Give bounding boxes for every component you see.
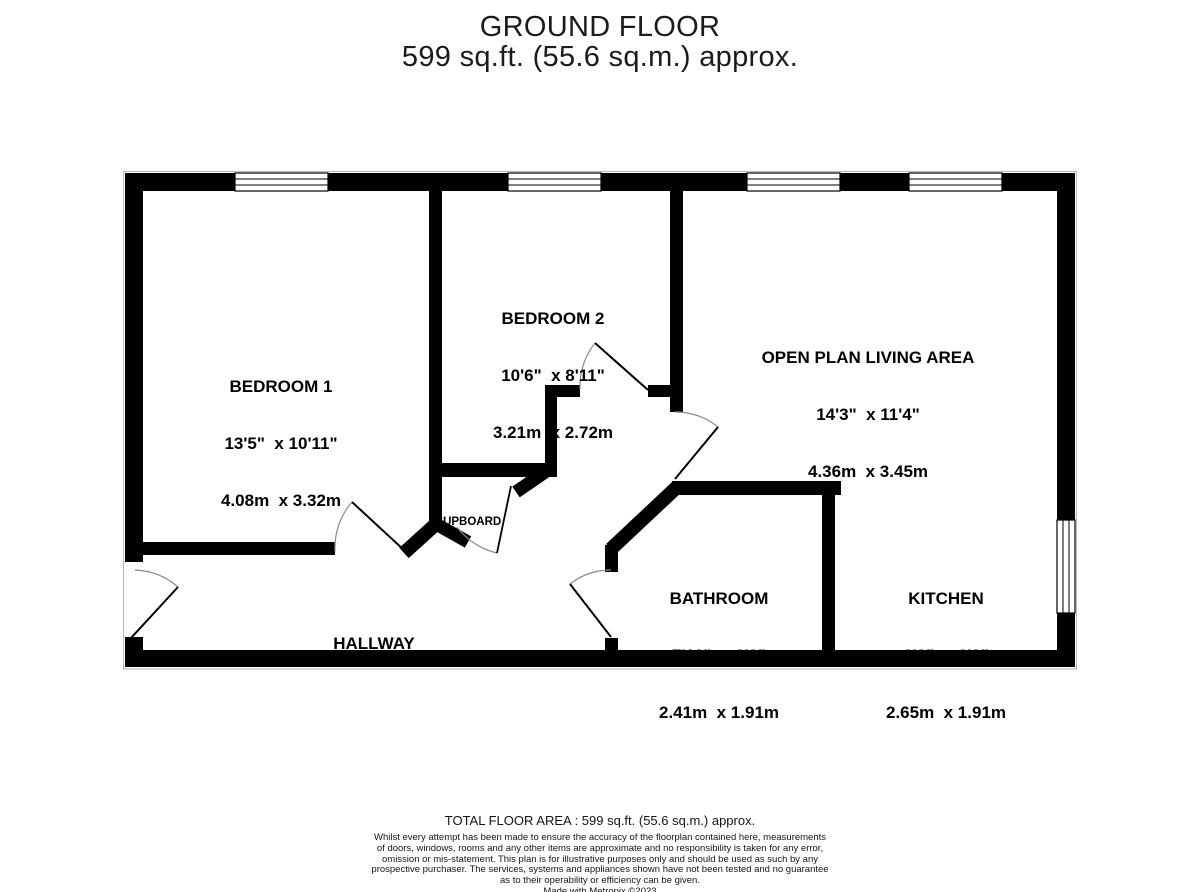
- window-right-kitchen: [1056, 519, 1076, 614]
- window-top-3: [746, 172, 841, 192]
- wall-left-upper: [125, 173, 143, 562]
- window-top-2: [507, 172, 602, 192]
- door-entrance: [130, 569, 179, 639]
- door-living-leaf: [674, 426, 719, 480]
- room-dims-metric-living: 4.36m x 3.45m: [807, 462, 929, 481]
- room-label-hallway: HALLWAY: [333, 596, 415, 691]
- room-dims-imperial-bedroom1: 13'5" x 10'11": [224, 434, 338, 453]
- room-dims-metric-bedroom1: 4.08m x 3.32m: [220, 491, 342, 510]
- door-entrance-leaf: [130, 586, 179, 639]
- door-bedroom2-arc: [579, 342, 596, 390]
- wall-bottom: [125, 650, 1075, 667]
- door-bedroom2-leaf: [594, 342, 649, 391]
- wall-diagonal-hall-right: [432, 518, 472, 548]
- room-dims-metric-bathroom: 2.41m x 1.91m: [658, 703, 780, 722]
- door-living-arc: [674, 411, 719, 428]
- door-bedroom1-arc: [334, 501, 353, 552]
- room-label-bedroom1: BEDROOM 1 13'5" x 10'11" 4.08m x 3.32m: [221, 339, 341, 548]
- door-bedroom1: [334, 501, 406, 552]
- footer: TOTAL FLOOR AREA : 599 sq.ft. (55.6 sq.m…: [0, 813, 1200, 892]
- room-name-kitchen: KITCHEN: [908, 589, 984, 608]
- room-name-hallway: HALLWAY: [333, 634, 415, 653]
- plan-outline: [123, 171, 1077, 670]
- windows: [234, 172, 1076, 614]
- door-cupboard: [456, 485, 512, 554]
- room-dims-imperial-bathroom: 7'11" x 6'3": [671, 646, 767, 665]
- wall-cupboard-top: [437, 463, 557, 477]
- disclaimer-text: Whilst every attempt has been made to en…: [371, 832, 829, 887]
- page-title: GROUND FLOOR: [479, 11, 721, 43]
- diagonal-walls: [399, 464, 682, 559]
- room-label-bathroom: BATHROOM 7'11" x 6'3" 2.41m x 1.91m: [659, 551, 779, 760]
- door-bathroom-arc: [569, 569, 612, 585]
- wall-bedroom1-south: [125, 542, 335, 555]
- room-dims-imperial-bedroom2: 10'6" x 8'11": [501, 366, 605, 385]
- metropix-credit: Made with Metropix ©2023: [543, 885, 657, 892]
- room-name-bedroom1: BEDROOM 1: [229, 377, 333, 396]
- door-cupboard-leaf: [496, 485, 512, 554]
- window-top-4: [908, 172, 1003, 192]
- door-living: [674, 411, 719, 480]
- room-dims-metric-kitchen: 2.65m x 1.91m: [885, 703, 1007, 722]
- page-subtitle: 599 sq.ft. (55.6 sq.m.) approx.: [401, 41, 799, 73]
- wall-bedroom2-living-divider: [670, 191, 683, 412]
- door-bathroom-leaf: [569, 583, 612, 638]
- wall-bedroom2-southwest-vertical: [545, 385, 557, 477]
- room-label-kitchen: KITCHEN 8'8" x 6'3" 2.65m x 1.91m: [886, 551, 1006, 760]
- doors: [130, 342, 719, 639]
- wall-bedroom1-bedroom2-divider: [429, 191, 442, 525]
- room-dims-imperial-kitchen: 8'8" x 6'3": [903, 646, 989, 665]
- room-name-living: OPEN PLAN LIVING AREA: [761, 348, 975, 367]
- room-dims-metric-bedroom2: 3.21m x 2.72m: [492, 423, 614, 442]
- wall-bedroom2-south-stub-west: [545, 385, 580, 397]
- wall-diagonal-bathroom-chamfer: [606, 481, 682, 555]
- room-label-cupboard: CUPBOARD: [435, 490, 501, 555]
- room-name-bathroom: BATHROOM: [669, 589, 769, 608]
- room-name-bedroom2: BEDROOM 2: [501, 309, 605, 328]
- window-top-1: [234, 172, 329, 192]
- total-floor-area: TOTAL FLOOR AREA : 599 sq.ft. (55.6 sq.m…: [444, 813, 756, 828]
- door-bedroom1-leaf: [351, 501, 406, 552]
- wall-diagonal-cupboard-jamb: [512, 464, 552, 498]
- room-dims-imperial-living: 14'3" x 11'4": [816, 405, 920, 424]
- door-cupboard-arc: [456, 526, 498, 554]
- door-bathroom: [569, 569, 612, 638]
- title-block: GROUND FLOOR 599 sq.ft. (55.6 sq.m.) app…: [0, 12, 1200, 72]
- wall-bathroom-west-lower-stub: [605, 638, 618, 652]
- wall-bedroom2-south-stub-east: [648, 385, 673, 397]
- room-label-living: OPEN PLAN LIVING AREA 14'3" x 11'4" 4.36…: [762, 310, 975, 519]
- wall-bathroom-kitchen-divider: [822, 495, 835, 652]
- door-bedroom2: [579, 342, 649, 391]
- wall-bathroom-top: [672, 481, 841, 495]
- room-name-cupboard: CUPBOARD: [434, 516, 502, 528]
- interior-walls: [125, 191, 841, 652]
- wall-diagonal-hall-left: [399, 518, 441, 559]
- room-label-bedroom2: BEDROOM 2 10'6" x 8'11" 3.21m x 2.72m: [493, 271, 613, 480]
- door-entrance-arc: [134, 569, 179, 588]
